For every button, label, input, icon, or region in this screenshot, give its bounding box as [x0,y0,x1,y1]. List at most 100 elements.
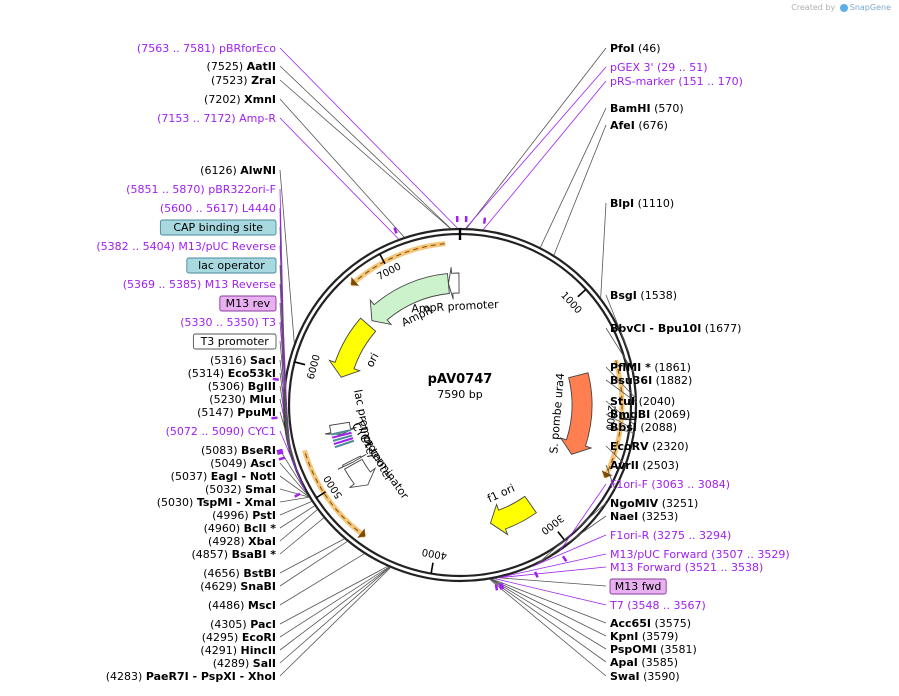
feature-box-m13-fwd[interactable]: M13 fwd [609,578,667,595]
site-label-xmni[interactable]: (7202) XmnI [204,93,276,106]
site-name: BseRI [241,444,276,457]
leader-site-bcli [279,505,315,529]
site-label-bsgi[interactable]: BsgI (1538) [610,289,677,302]
site-label-pflmi[interactable]: PflMI * (1861) [610,361,691,374]
site-label-alwni[interactable]: (6126) AlwNI [200,164,276,177]
site-label-msci[interactable]: (4486) MscI [208,599,276,612]
site-name: PstI [252,509,276,522]
primer-label-cyc1[interactable]: (5072 .. 5090) CYC1 [166,425,276,438]
site-label-bbvci-bpu10i[interactable]: BbvCI - Bpu10I (1677) [610,322,741,335]
primer-label-prs-marker[interactable]: pRS-marker (151 .. 170) [610,75,743,88]
site-label-sali[interactable]: (4289) SalI [213,657,276,670]
site-label-saci[interactable]: (5316) SacI [210,354,276,367]
site-label-acc65i[interactable]: Acc65I (3575) [610,617,691,630]
site-label-naei[interactable]: NaeI (3253) [610,510,678,523]
site-label-bseri[interactable]: (5083) BseRI [201,444,276,457]
primer-name: pRS-marker [610,75,675,88]
site-name: AlwNI [240,164,276,177]
primer-label-l4440[interactable]: (5600 .. 5617) L4440 [160,202,276,215]
site-label-bstbi[interactable]: (4656) BstBI [203,567,276,580]
site-label-xbai[interactable]: (4928) XbaI [208,535,276,548]
site-label-aatii[interactable]: (7525) AatII [207,60,276,73]
site-label-bsabi[interactable]: (4857) BsaBI * [192,548,277,561]
site-label-stui[interactable]: StuI (2040) [610,395,675,408]
feature-box-m13-rev[interactable]: M13 rev [219,295,277,312]
site-label-ecori[interactable]: (4295) EcoRI [202,631,276,644]
site-label-bglii[interactable]: (5306) BglII [208,380,276,393]
leader-primer-f1ori-r [532,534,607,567]
feature-box-t3-promoter[interactable]: T3 promoter [192,333,277,350]
site-label-paci[interactable]: (4305) PacI [210,618,276,631]
site-label-pfoi[interactable]: PfoI (46) [610,42,661,55]
site-pos: (3585) [638,656,678,669]
leader-site-afei [553,124,607,256]
primer-label-f1ori-r[interactable]: F1ori-R (3275 .. 3294) [610,529,731,542]
feature-arrow-t7-promoter [337,453,367,470]
site-label-bamhi[interactable]: BamHI (570) [610,102,684,115]
site-label-ngomiv[interactable]: NgoMIV (3251) [610,497,698,510]
site-label-snabi[interactable]: (4629) SnaBI [200,580,276,593]
primer-label-m13-puc-forward[interactable]: M13/pUC Forward (3507 .. 3529) [610,548,790,561]
leader-primer-amp-r [279,117,399,240]
primer-mark-m13-forward [498,583,503,590]
site-label-hincii[interactable]: (4291) HincII [200,644,276,657]
leader-site-alwni [279,169,295,343]
site-label-pspomi[interactable]: PspOMI (3581) [610,643,697,656]
site-name: TspMI - XmaI [197,496,276,509]
primer-label-pgex-3[interactable]: pGEX 3' (29 .. 51) [610,61,708,74]
site-label-apai[interactable]: ApaI (3585) [610,656,678,669]
site-label-eco53ki[interactable]: (5314) Eco53kI [188,367,276,380]
primer-range: (3063 .. 3084) [648,478,730,491]
site-label-avrii[interactable]: AvrII (2503) [610,459,679,472]
site-label-bbsi[interactable]: BbsI (2088) [610,421,677,434]
primer-label-m13-reverse[interactable]: (5369 .. 5385) M13 Reverse [123,278,276,291]
site-label-psti[interactable]: (4996) PstI [212,509,276,522]
primer-label-m13-puc-reverse[interactable]: (5382 .. 5404) M13/pUC Reverse [96,240,276,253]
leader-site-stui [605,400,637,427]
site-label-zrai[interactable]: (7523) ZraI [211,74,276,87]
site-label-paer7i-pspxi-xhoi[interactable]: (4283) PaeR7I - PspXI - XhoI [106,670,276,683]
site-pos: (5083) [201,444,241,457]
site-label-bmgbi[interactable]: BmgBI (2069) [610,408,690,421]
site-pos: (1538) [637,289,677,302]
site-name: StuI [610,395,635,408]
site-label-bcli[interactable]: (4960) BclI * [204,522,277,535]
primer-label-m13-forward[interactable]: M13 Forward (3521 .. 3538) [610,561,763,574]
primer-name: T7 [609,599,624,612]
feature-box-cap-binding-site[interactable]: CAP binding site [159,219,277,236]
leader-site-pflmi [605,366,638,400]
site-label-blpi[interactable]: BlpI (1110) [610,197,674,210]
site-pos: (7202) [204,93,244,106]
leader-primer-t7 [494,578,607,606]
site-label-ppumi[interactable]: (5147) PpuMI [197,406,276,419]
site-pos: (2069) [650,408,690,421]
site-label-ecorv[interactable]: EcoRV (2320) [610,440,689,453]
site-label-tspmi-xmai[interactable]: (5030) TspMI - XmaI [157,496,276,509]
site-label-smai[interactable]: (5032) SmaI [205,483,276,496]
site-label-afei[interactable]: AfeI (676) [610,119,668,132]
primer-label-t3[interactable]: (5330 .. 5350) T3 [180,316,276,329]
site-name: BglII [248,380,276,393]
site-name: XmnI [244,93,276,106]
primer-range: (3507 .. 3529) [708,548,790,561]
site-label-eagi-noti[interactable]: (5037) EagI - NotI [171,470,276,483]
feature-arrow-f1-ori [489,495,537,536]
primer-label-pbr322ori-f[interactable]: (5851 .. 5870) pBR322ori-F [126,183,276,196]
primer-label-pbrforeco[interactable]: (7563 .. 7581) pBRforEco [137,42,276,55]
site-label-bsu36i[interactable]: Bsu36I (1882) [610,374,692,387]
site-label-swai[interactable]: SwaI (3590) [610,670,680,683]
site-label-kpni[interactable]: KpnI (3579) [610,630,678,643]
primer-range: (5369 .. 5385) [123,278,205,291]
site-label-mlui[interactable]: (5230) MluI [209,393,276,406]
site-name: ApaI [610,656,638,669]
site-pos: (5230) [209,393,249,406]
primer-label-f1ori-f[interactable]: F1ori-F (3063 .. 3084) [610,478,730,491]
leader-primer-cyc1 [279,430,306,491]
site-name: BbsI [610,421,637,434]
site-label-asci[interactable]: (5049) AscI [210,457,276,470]
primer-label-t7[interactable]: T7 (3548 .. 3567) [609,599,706,612]
site-pos: (5049) [210,457,250,470]
primer-range: (29 .. 51) [654,61,708,74]
feature-box-lac-operator[interactable]: lac operator [186,257,277,274]
primer-label-amp-r[interactable]: (7153 .. 7172) Amp-R [157,112,276,125]
